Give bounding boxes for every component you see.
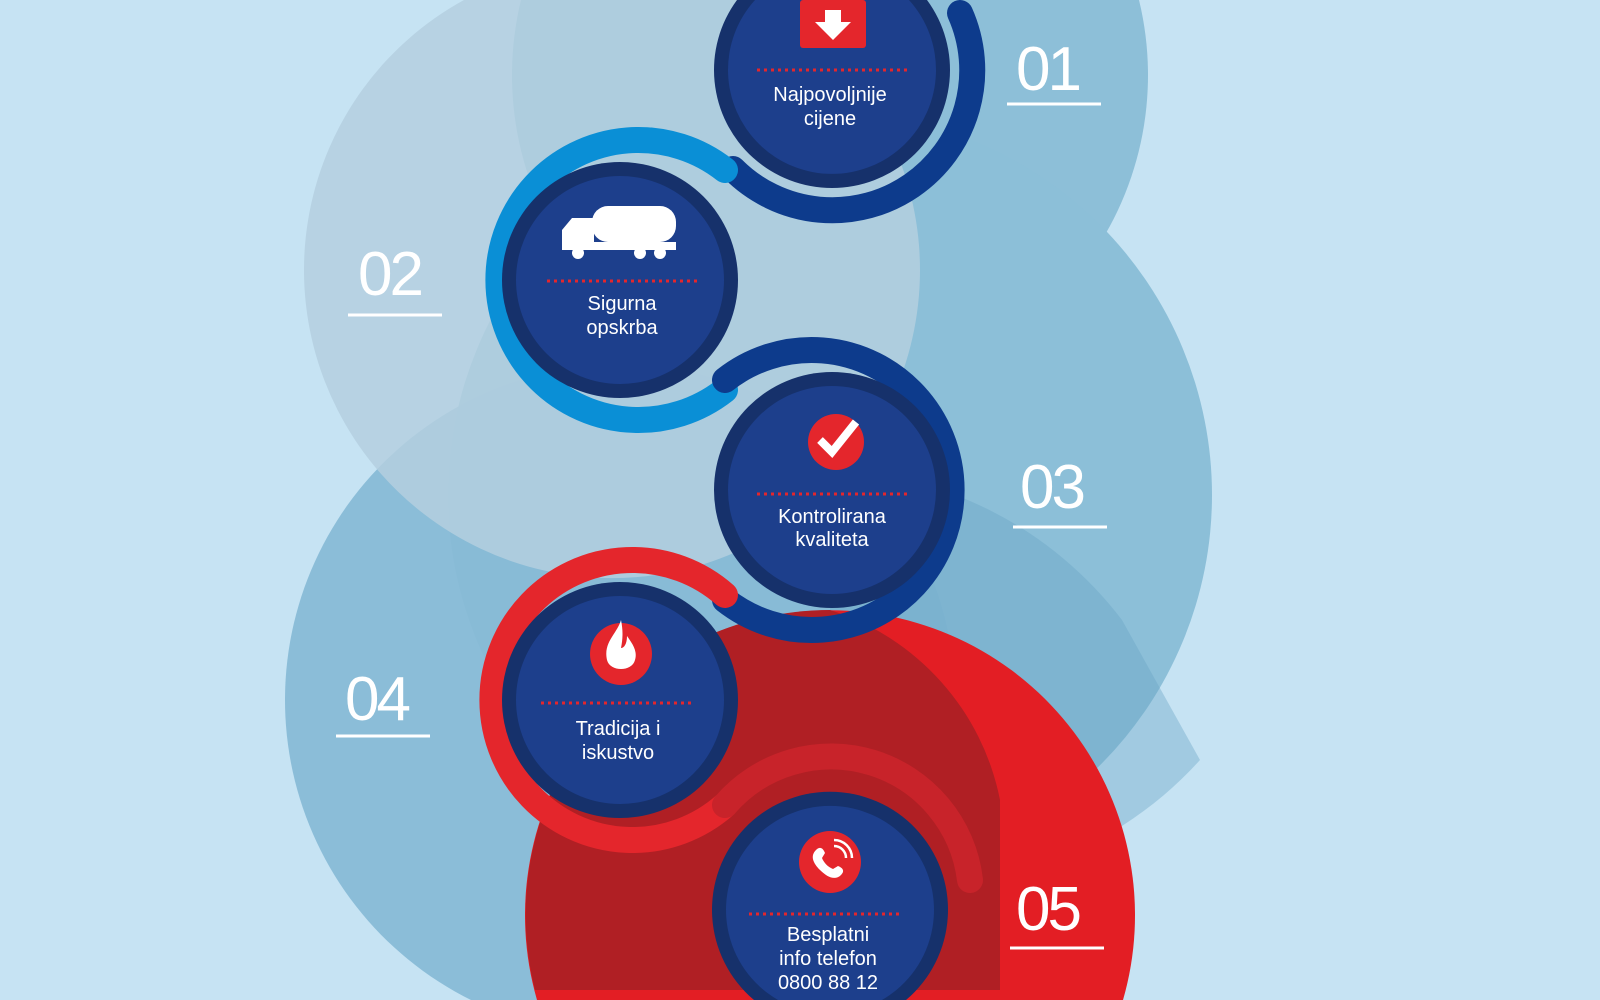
step-number-4: 04 (345, 665, 409, 734)
step-5-label-line1: Besplatni (787, 924, 869, 946)
step-number-2: 02 (358, 240, 421, 309)
connector-arcs (479, 0, 986, 893)
step-number-5: 05 (1016, 875, 1079, 944)
step-3-label-line1: Kontrolirana (778, 506, 887, 528)
arc-3 (712, 337, 965, 643)
step-node-4: Tradicija i iskustvo (502, 582, 738, 818)
step-2-label-line1: Sigurna (588, 293, 658, 315)
arc-2 (485, 127, 738, 433)
flame-icon (590, 620, 652, 685)
step-node-5: Besplatni info telefon 0800 88 12 (712, 791, 948, 1000)
step-number-3: 03 (1020, 453, 1083, 522)
price-tag-down-icon (800, 0, 866, 48)
step-4-label-line1: Tradicija i (576, 718, 661, 740)
step-4-label-line2: iskustvo (582, 742, 654, 764)
step-1-label-line1: Najpovoljnije (773, 84, 886, 106)
step-3-label-line2: kvaliteta (795, 529, 869, 551)
step-node-1: Najpovoljnije cijene (714, 0, 950, 188)
phone-icon (799, 831, 861, 893)
step-2-label-line2: opskrba (586, 317, 658, 339)
step-number-1: 01 (1016, 35, 1079, 104)
step-5-label-line3: 0800 88 12 (778, 972, 878, 994)
arc-4 (479, 547, 738, 853)
step-5-label-line2: info telefon (779, 948, 877, 970)
step-1-label-line2: cijene (804, 108, 856, 130)
tanker-truck-icon (562, 206, 676, 259)
checkmark-icon (808, 414, 864, 470)
arc-5 (712, 743, 983, 893)
arc-1 (720, 0, 986, 224)
step-node-2: Sigurna opskrba (502, 162, 738, 398)
step-node-3: Kontrolirana kvaliteta (714, 372, 950, 608)
